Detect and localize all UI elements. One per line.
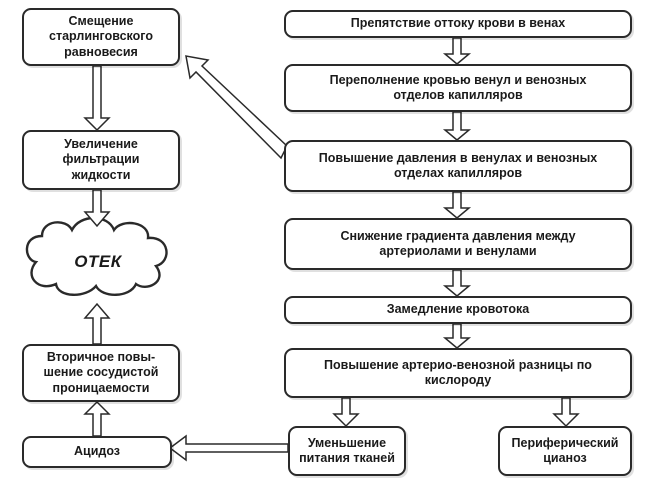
permeability-box: Вторичное повы- шение сосудистой проница… — [22, 344, 180, 402]
pressure-box: Повышение давления в венулах и венозных … — [284, 140, 632, 192]
arrow-avdiff-to-nutrition — [332, 397, 360, 428]
cyanosis-box: Периферический цианоз — [498, 426, 632, 476]
av-difference-box: Повышение артерио-венозной разницы по ки… — [284, 348, 632, 398]
gradient-box: Снижение градиента давления между артери… — [284, 218, 632, 270]
arrow-overfill-to-pressure — [442, 111, 472, 141]
filtration-box: Увеличение фильтрации жидкости — [22, 130, 180, 190]
slowdown-box: Замедление кровотока — [284, 296, 632, 324]
arrow-slowdown-to-avdiff — [442, 323, 472, 349]
acidosis-box: Ацидоз — [22, 436, 172, 468]
edema-cloud-shape — [25, 216, 168, 296]
starling-box: Смещение старлинговского равновесия — [22, 8, 180, 66]
arrow-filtration-to-edema — [83, 189, 111, 228]
arrow-obstruction-to-overfill — [442, 37, 472, 65]
obstruction-box: Препятствие оттоку крови в венах — [284, 10, 632, 38]
nutrition-box: Уменьшение питания тканей — [288, 426, 406, 476]
arrow-nutrition-to-acidosis — [168, 434, 289, 462]
arrow-avdiff-to-cyanosis — [552, 397, 580, 428]
overfill-box: Переполнение кровью венул и венозных отд… — [284, 64, 632, 112]
edema-label: ОТЕК — [74, 252, 122, 271]
arrow-gradient-to-slowdown — [442, 269, 472, 297]
arrow-starling-to-filtration — [83, 65, 111, 132]
arrow-permeability-to-edema — [83, 302, 111, 345]
arrow-pressure-to-gradient — [442, 191, 472, 219]
arrow-acidosis-to-permeability — [83, 400, 111, 437]
arrow-pressure-to-starling — [185, 55, 288, 160]
